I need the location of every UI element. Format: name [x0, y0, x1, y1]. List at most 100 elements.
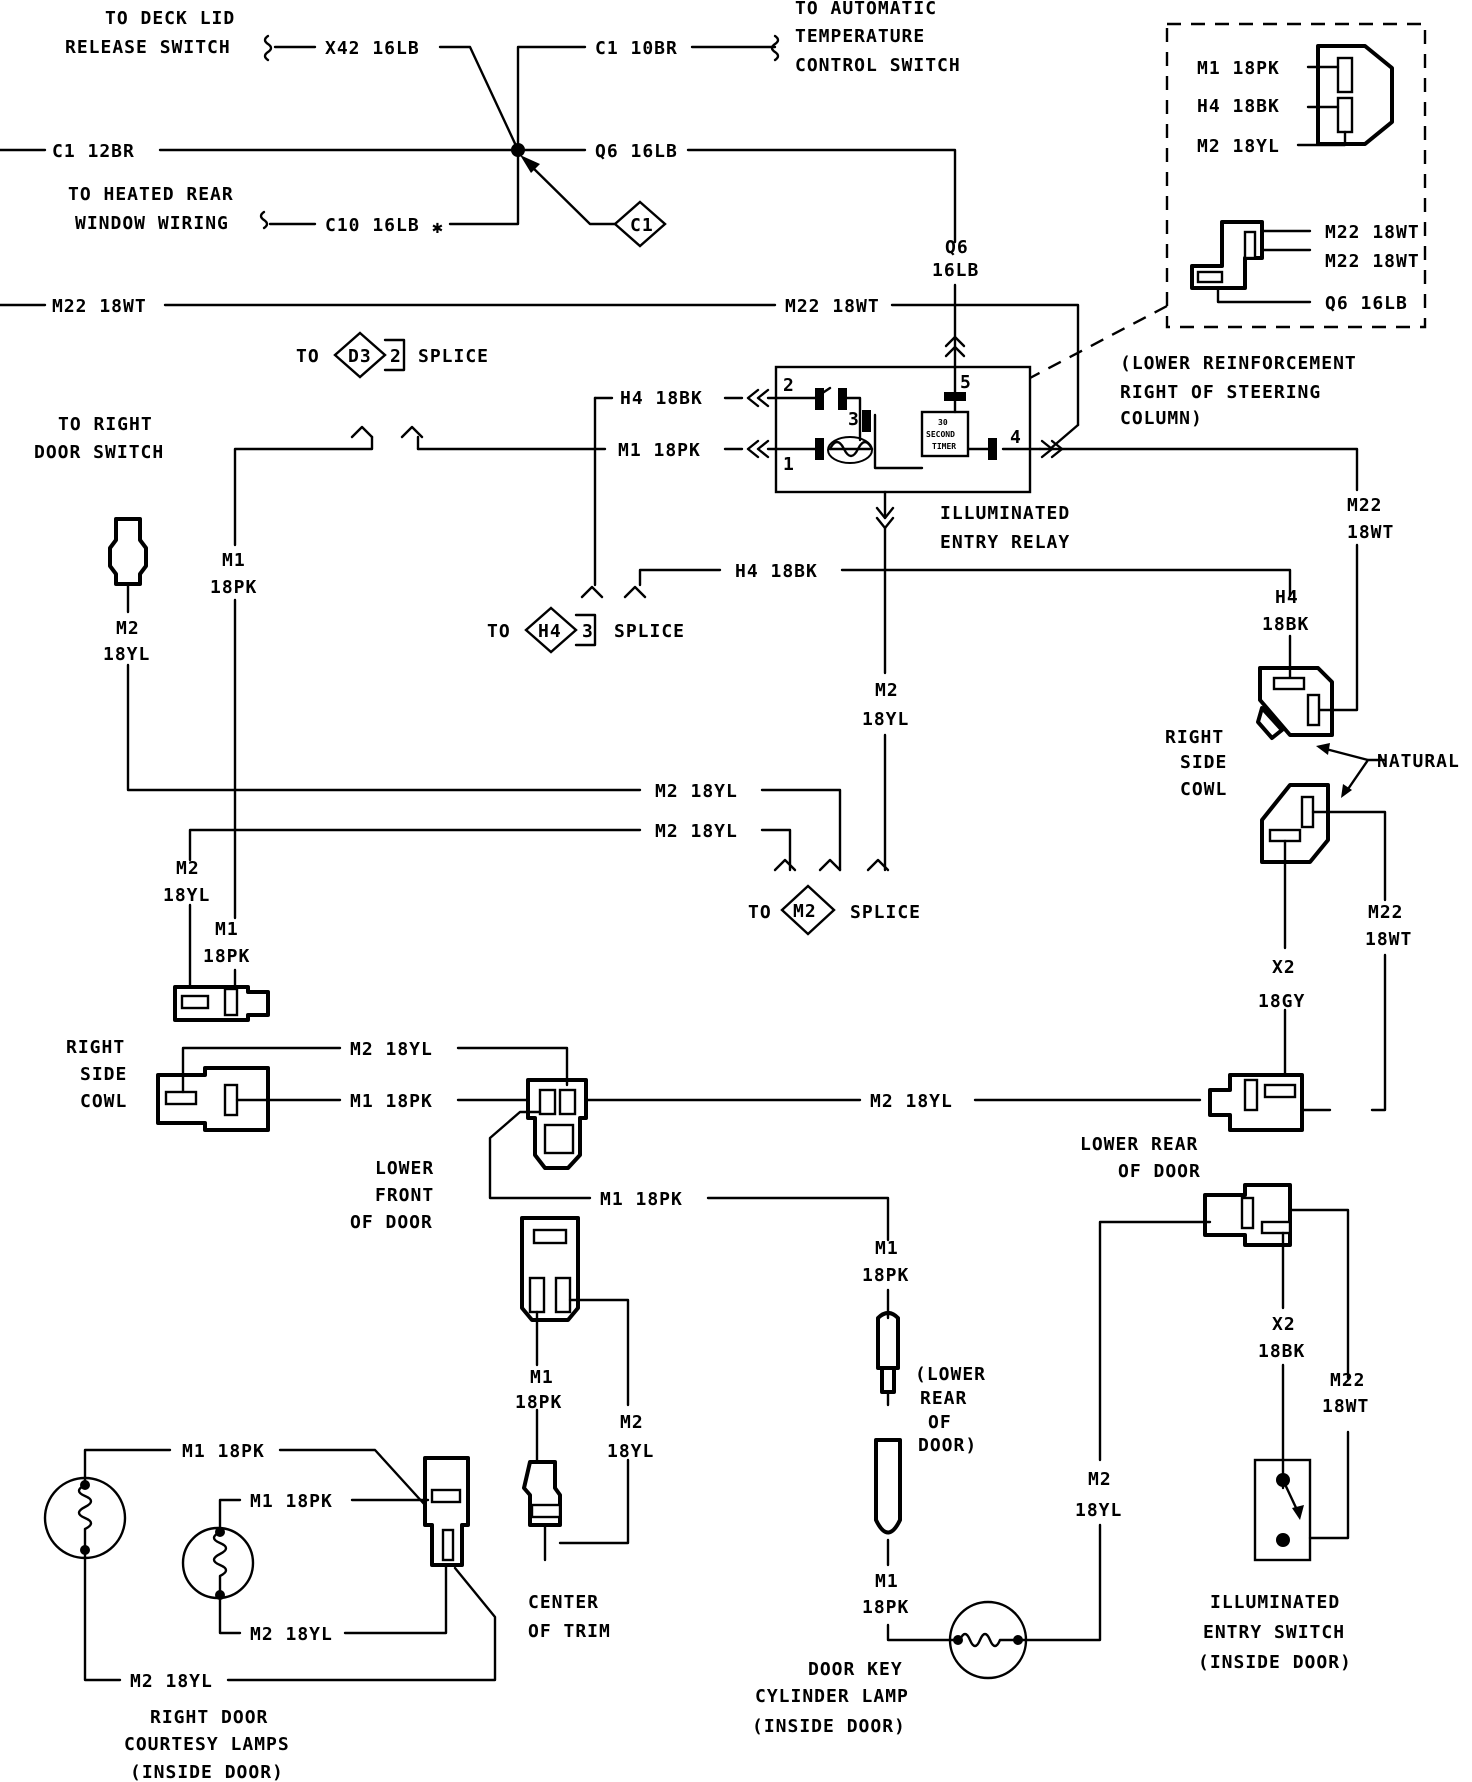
wire-lamp-m2-a — [218, 1563, 448, 1635]
wire-c1-10br-label: C1 10BR — [595, 38, 678, 59]
h4-splice-word: SPLICE — [614, 621, 685, 642]
right-side: M22 18WT H4 18BK RIGHT SIDE COWL NATURAL… — [1165, 495, 1459, 1112]
mid-m1-label: M1 18PK — [350, 1091, 433, 1112]
switch-label-2: ENTRY SWITCH — [1203, 1622, 1345, 1643]
relay-contact — [988, 438, 997, 460]
lfd-label-3: OF DOOR — [350, 1212, 433, 1233]
wire-lamp-m1-a — [83, 1448, 427, 1507]
switch-x2-label-b: 18BK — [1258, 1341, 1305, 1362]
connector-chevron — [944, 335, 966, 358]
left-side: TO RIGHT DOOR SWITCH M2 18YL M2 18YL M1 … — [34, 414, 842, 1022]
break-mark — [350, 425, 424, 439]
inset-leads-2 — [1216, 229, 1312, 304]
wire-m22-right-label: M22 18WT — [785, 296, 880, 317]
switch-lever-arrow — [1292, 1505, 1304, 1520]
wire-c1-10br — [516, 45, 777, 152]
right-cowl-connector-tab — [1256, 706, 1284, 740]
connector-terminal — [441, 1528, 455, 1562]
relay-pin-5: 5 — [960, 372, 972, 393]
wire-q6 — [516, 148, 957, 244]
relay-pin-2: 2 — [783, 375, 795, 396]
relay-m2-label-b: 18YL — [862, 709, 909, 730]
courtesy-lamp-connector — [423, 1456, 470, 1567]
inset-m1-label: M1 18PK — [1197, 58, 1280, 79]
key-m1-label-b: 18PK — [862, 1265, 909, 1286]
switch-m2-label-b: 18YL — [1075, 1500, 1122, 1521]
relay-contact — [838, 388, 847, 410]
trim-m2-label-a: M2 — [620, 1412, 644, 1433]
relay-contact — [815, 438, 824, 460]
relay-m1-label: M1 18PK — [618, 440, 701, 461]
break-mark — [770, 34, 780, 62]
relay-label-2: ENTRY RELAY — [940, 532, 1070, 553]
wire-m22-right — [1310, 543, 1359, 712]
location-label-2: RIGHT OF STEERING — [1120, 382, 1321, 403]
key-lamp-label-2: CYLINDER LAMP — [755, 1686, 909, 1707]
relay-coil-loop — [827, 436, 873, 464]
connector-terminal — [164, 1090, 198, 1106]
relay-contact — [815, 388, 824, 410]
trim-connector-bottom — [522, 1460, 562, 1527]
connector-terminal — [1243, 1078, 1259, 1112]
relay-coil-icon — [828, 440, 874, 458]
lower-front-door-connector — [526, 1078, 588, 1170]
connector-terminal — [430, 1488, 462, 1504]
wire-m2-door-switch — [126, 582, 842, 872]
atc-label-3: CONTROL SWITCH — [795, 55, 961, 76]
connector-chevron — [746, 439, 770, 459]
m2-splice-word: SPLICE — [850, 902, 921, 923]
courtesy-lamps-label-1: RIGHT DOOR — [150, 1707, 268, 1728]
right-cowl-connector-top — [1258, 666, 1334, 737]
d3-tab — [383, 338, 406, 372]
wire-trim — [535, 1298, 630, 1545]
mid-cowl-connector — [156, 1066, 270, 1132]
wire-m22-top — [0, 303, 1080, 427]
q6-vertical-label-b: 16LB — [932, 260, 979, 281]
courtesy-lamps-label-3: (INSIDE DOOR) — [130, 1762, 284, 1782]
wire-x42 — [273, 45, 520, 152]
h4-diamond — [524, 606, 578, 654]
trim-label-1: CENTER — [528, 1592, 599, 1613]
connector-terminal — [1263, 1083, 1297, 1099]
switch-label-3: (INSIDE DOOR) — [1198, 1652, 1352, 1673]
lrd-label-1: LOWER REAR — [1080, 1134, 1198, 1155]
right-m22-label-d: 18WT — [1365, 929, 1412, 950]
wire-c10 — [268, 148, 520, 226]
left-m2-label-d: 18YL — [163, 885, 210, 906]
inset-q6-label: Q6 16LB — [1325, 293, 1408, 314]
inset-m22-b-label: M22 18WT — [1325, 251, 1420, 272]
inset-terminal — [1336, 96, 1354, 134]
switch-connector — [1203, 1183, 1292, 1247]
relay-body — [774, 365, 1032, 494]
lfd-label-1: LOWER — [375, 1158, 434, 1179]
h4-diamond-label: H4 — [538, 621, 562, 642]
key-lamp-label-3: (INSIDE DOOR) — [752, 1716, 906, 1737]
lamp-terminal — [1013, 1635, 1023, 1645]
connector-terminal — [558, 1088, 577, 1116]
location-label-1: (LOWER REINFORCEMENT — [1120, 353, 1357, 374]
switch-m22-label-a: M22 — [1330, 1370, 1366, 1391]
relay-m2-label-a: M2 — [875, 680, 899, 701]
lamp-m2-label-b: M2 18YL — [130, 1671, 213, 1692]
wire-c10-mark: ✱ — [432, 217, 444, 238]
connector-terminal — [532, 1228, 568, 1245]
trim-m2-label-b: 18YL — [607, 1441, 654, 1462]
natural-pointer — [1320, 746, 1387, 794]
d3-diamond-label: D3 — [348, 346, 372, 367]
trim-m1-label-b: 18PK — [515, 1392, 562, 1413]
key-m1-label-c: M1 — [875, 1571, 899, 1592]
connector-terminal — [538, 1088, 557, 1116]
q6-vertical-label-a: Q6 — [945, 237, 969, 258]
switch-contact — [1276, 1533, 1290, 1547]
bottom-section: M1 18PK M2 18YL CENTER OF TRIM M1 18PK M… — [43, 1183, 1368, 1782]
c1-pointer-line — [523, 158, 617, 226]
break-mark — [580, 585, 647, 599]
lfd-label-2: FRONT — [375, 1185, 434, 1206]
wire-m22-right-lower — [1311, 810, 1387, 1112]
door-switch-label-1: TO RIGHT — [58, 414, 153, 435]
left-cowl-connector-top — [173, 985, 270, 1022]
relay-label-1: ILLUMINATED — [940, 503, 1070, 524]
heated-rear-label-1: TO HEATED REAR — [68, 184, 234, 205]
inset-m2-label: M2 18YL — [1197, 136, 1280, 157]
